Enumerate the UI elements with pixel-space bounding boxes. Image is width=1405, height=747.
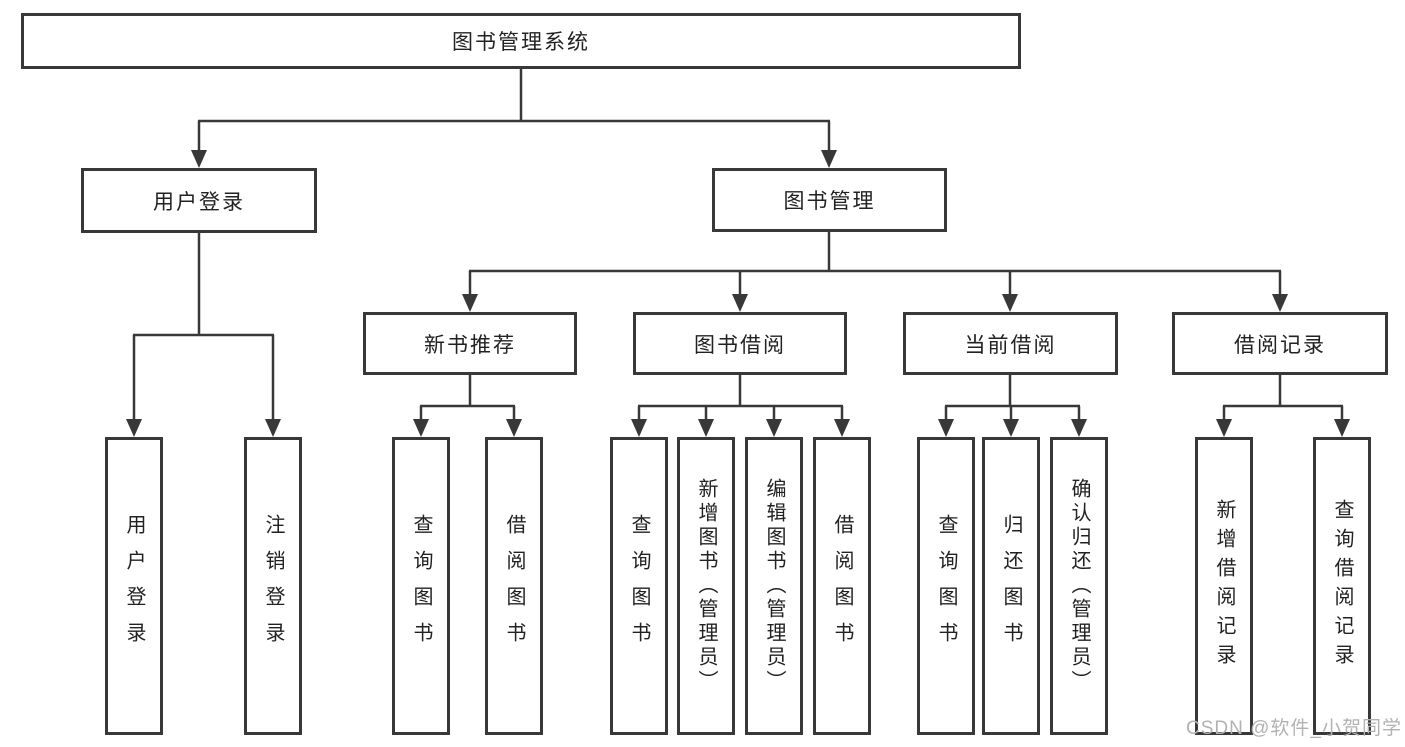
leaf-label: 注销登录 <box>262 514 284 658</box>
leaf-borrow-books-newbook: 借阅图书 <box>485 437 543 735</box>
leaf-return-books: 归还图书 <box>982 437 1040 735</box>
leaf-query-books-newbook: 查询图书 <box>392 437 450 735</box>
leaf-label: 借阅图书 <box>831 514 853 658</box>
node-book-borrow-label: 图书借阅 <box>694 333 786 357</box>
leaf-add-books-admin: 新增图书（管理员） <box>677 437 735 735</box>
edges-newbook-to-leaves <box>413 375 522 437</box>
leaf-add-borrow-record: 新增借阅记录 <box>1195 437 1253 735</box>
leaf-label: 查询图书 <box>628 514 650 658</box>
leaf-label: 新增借阅记录 <box>1213 499 1235 673</box>
node-root-label: 图书管理系统 <box>452 31 590 54</box>
node-new-book-recommend-label: 新书推荐 <box>424 333 516 357</box>
edges-login-to-leaves <box>126 233 281 437</box>
leaf-label: 查询图书 <box>935 514 957 658</box>
leaf-query-books-current: 查询图书 <box>917 437 975 735</box>
leaf-label: 确认归还（管理员） <box>1068 478 1090 694</box>
edges-root-to-level2 <box>191 69 837 168</box>
leaf-label: 查询借阅记录 <box>1331 499 1353 673</box>
leaf-logout: 注销登录 <box>244 437 302 735</box>
csdn-watermark: CSDN @软件_小贺同学 <box>1186 718 1402 739</box>
node-book-management: 图书管理 <box>712 168 947 232</box>
leaf-label: 新增图书（管理员） <box>695 478 717 694</box>
leaf-label: 编辑图书（管理员） <box>763 478 785 694</box>
node-root: 图书管理系统 <box>21 13 1021 69</box>
leaf-borrow-books: 借阅图书 <box>813 437 871 735</box>
edges-current-to-leaves <box>938 375 1087 437</box>
node-user-login-label: 用户登录 <box>153 190 245 214</box>
node-borrow-record: 借阅记录 <box>1172 312 1388 375</box>
leaf-edit-books-admin: 编辑图书（管理员） <box>745 437 803 735</box>
node-current-borrow-label: 当前借阅 <box>964 333 1057 357</box>
leaf-user-login: 用户登录 <box>105 437 163 735</box>
node-new-book-recommend: 新书推荐 <box>363 312 577 375</box>
leaf-label: 借阅图书 <box>503 514 525 658</box>
leaf-query-borrow-record: 查询借阅记录 <box>1313 437 1371 735</box>
leaf-confirm-return-admin: 确认归还（管理员） <box>1050 437 1108 735</box>
node-book-borrow: 图书借阅 <box>633 312 847 375</box>
node-book-management-label: 图书管理 <box>783 190 876 213</box>
leaf-query-books-borrow: 查询图书 <box>610 437 668 735</box>
edges-record-to-leaves <box>1216 375 1350 437</box>
node-borrow-record-label: 借阅记录 <box>1234 333 1326 357</box>
leaf-label: 归还图书 <box>1000 514 1022 658</box>
leaf-label: 用户登录 <box>123 514 145 658</box>
leaf-label: 查询图书 <box>410 514 432 658</box>
edges-bookmgr-to-level3 <box>462 232 1288 312</box>
node-current-borrow: 当前借阅 <box>903 312 1118 375</box>
edges-borrow-to-leaves <box>631 375 850 437</box>
node-user-login: 用户登录 <box>81 168 317 233</box>
